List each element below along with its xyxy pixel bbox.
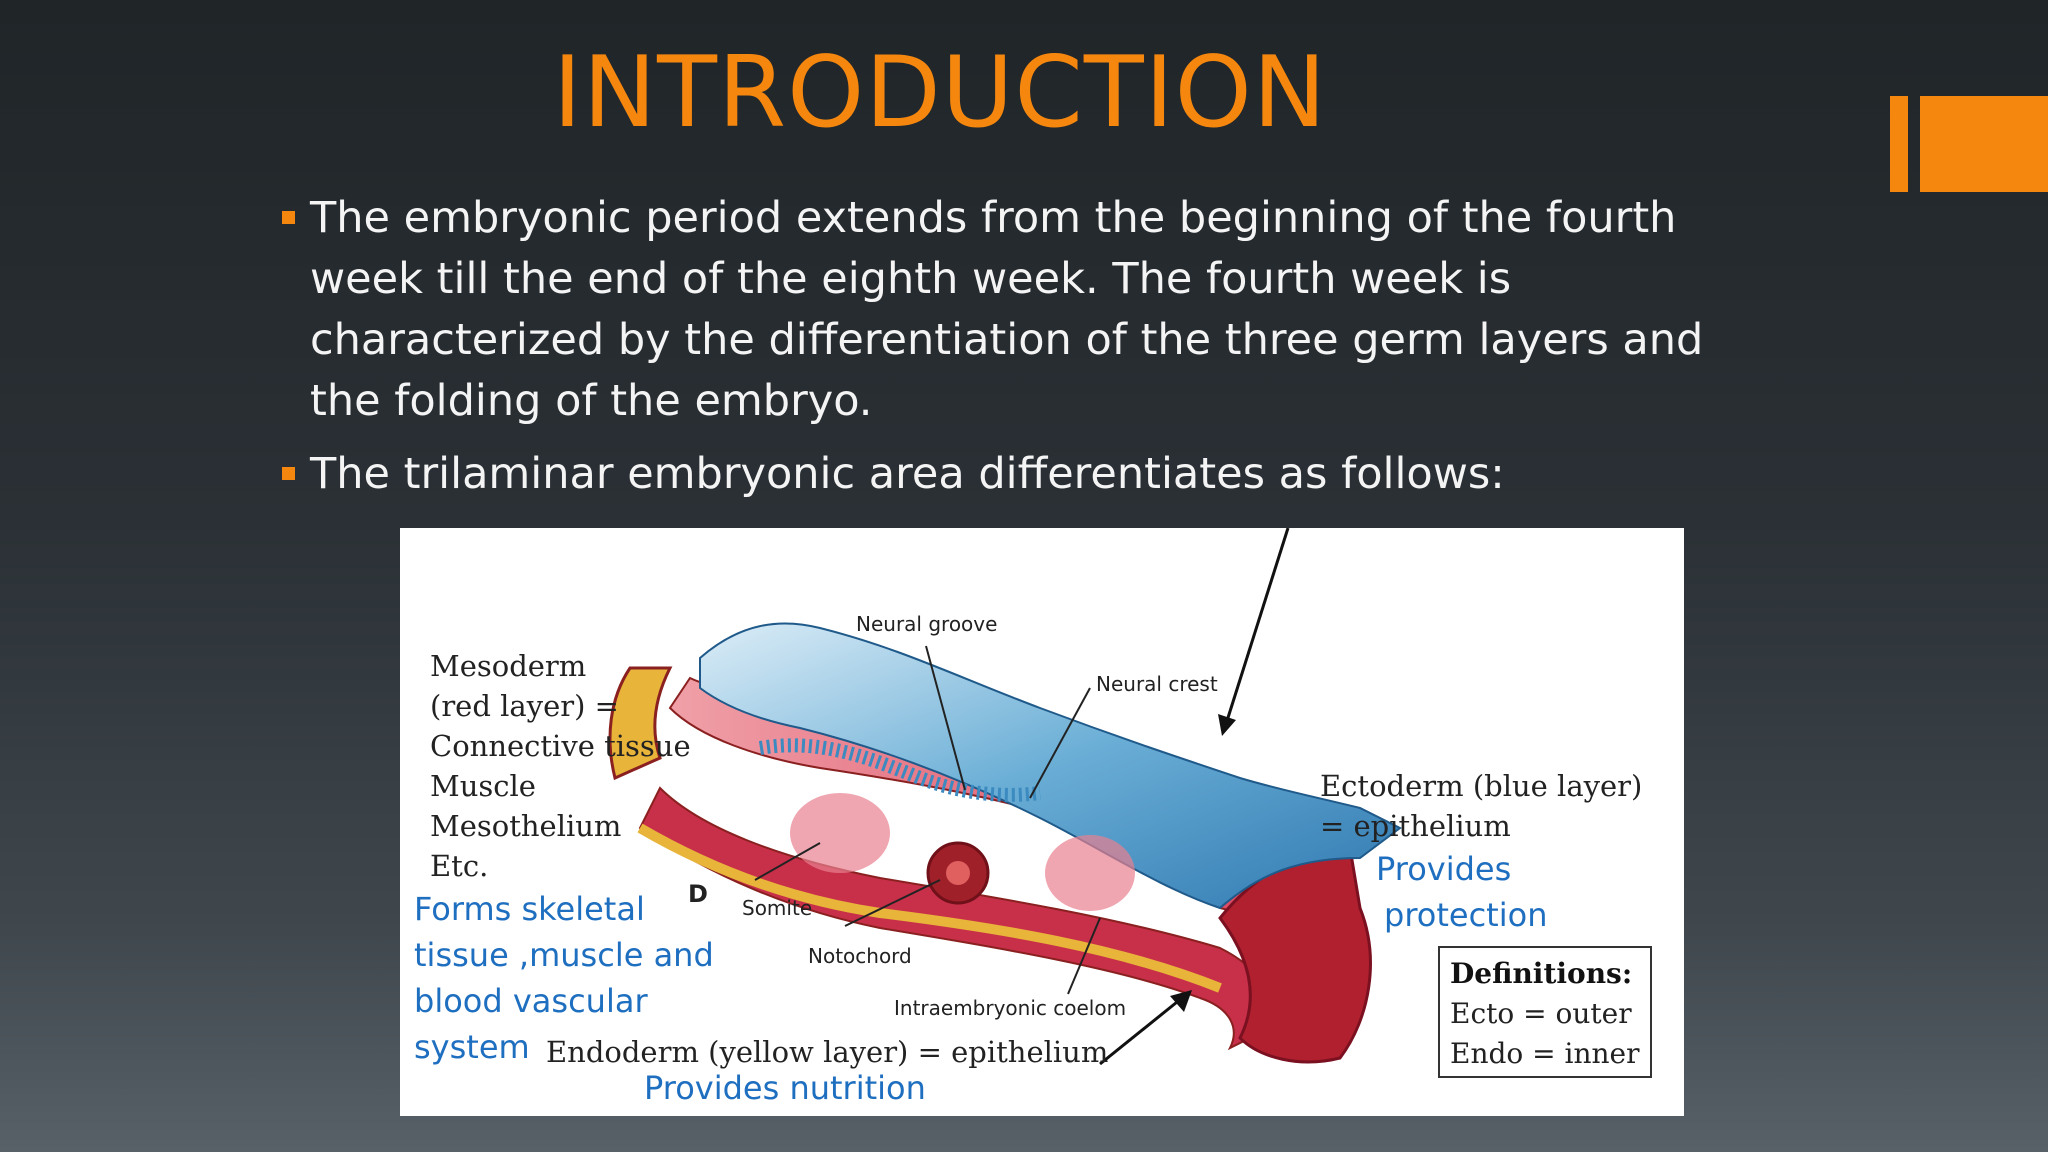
mesoderm-note: Forms skeletal tissue ,muscle and blood …	[414, 890, 714, 1066]
bullet-item: The trilaminar embryonic area differenti…	[282, 444, 1782, 505]
coelom-label: Intraembryonic coelom	[894, 996, 1127, 1020]
bullet-square-icon	[282, 211, 295, 224]
neural-groove-label: Neural groove	[856, 612, 998, 636]
endoderm-note: Provides nutrition	[644, 1069, 926, 1107]
definition-line: Ecto = outer	[1450, 997, 1632, 1030]
bullet-item: The embryonic period extends from the be…	[282, 188, 1782, 432]
ectoderm-label: Ectoderm (blue layer) = epithelium	[1320, 769, 1643, 843]
endoderm-arrow	[1099, 996, 1183, 1066]
definitions-title: Definitions:	[1450, 957, 1633, 990]
definition-line: Endo = inner	[1450, 1037, 1640, 1070]
definitions-box: Definitions: Ecto = outer Endo = inner	[1438, 946, 1652, 1078]
somite-shape	[790, 793, 890, 873]
panel-letter: D	[688, 880, 708, 908]
somite-label: Somite	[742, 896, 813, 920]
embryo-diagram: Mesoderm (red layer) = Connective tissue…	[400, 528, 1684, 1116]
endoderm-label: Endoderm (yellow layer) = epithelium	[546, 1035, 1109, 1069]
coelom-pointer	[1067, 917, 1101, 995]
bullet-square-icon	[282, 467, 295, 480]
ectoderm-surface	[699, 622, 1402, 910]
notochord-label: Notochord	[808, 944, 912, 968]
neural-groove-pointer	[925, 645, 966, 791]
somite-pointer	[754, 842, 821, 881]
accent-bar	[1890, 96, 1908, 192]
left-cut-face	[608, 666, 673, 781]
neural-crest-label: Neural crest	[1096, 672, 1218, 696]
embryo-illustration	[608, 528, 1402, 1066]
endoderm-band	[637, 823, 1222, 993]
slide-title: INTRODUCTION	[552, 36, 1328, 150]
notochord-pointer	[844, 879, 941, 927]
bullet-list: The embryonic period extends from the be…	[282, 188, 1782, 517]
neural-crest-pointer	[1029, 687, 1091, 799]
ectoderm-note: Provides protection	[1376, 850, 1548, 934]
mesoderm-label: Mesoderm (red layer) = Connective tissue…	[430, 649, 691, 883]
accent-block	[1920, 96, 2048, 192]
top-arrow	[1224, 528, 1290, 725]
bullet-text: The trilaminar embryonic area differenti…	[310, 449, 1505, 499]
neural-plate	[758, 738, 1041, 802]
bullet-text: The embryonic period extends from the be…	[310, 193, 1704, 426]
